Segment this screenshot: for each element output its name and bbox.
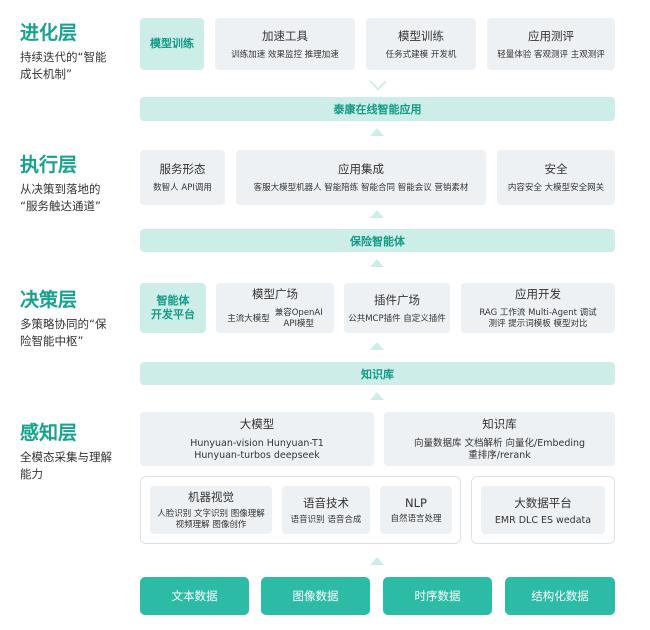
bigdata-card: 大数据平台 EMR DLC ES wedata: [481, 486, 605, 534]
arrow-up-icon: [370, 259, 384, 267]
arrow-up-icon: [370, 557, 384, 565]
band-knowledge-base: 知识库: [140, 362, 615, 385]
model-training-box: 模型训练: [140, 18, 204, 70]
layer-desc: 多策略协同的“保险智能中枢”: [20, 317, 107, 348]
layer-title: 决策层: [20, 289, 78, 311]
app-integration-card: 应用集成 客服大模型机器人 智能陪练 智能合同 智能会议 营销素材: [236, 150, 486, 205]
layer-title: 执行层: [20, 154, 78, 176]
security-card: 安全 内容安全 大模型安全网关: [497, 150, 615, 205]
arrow-up-icon: [370, 210, 384, 218]
plugin-plaza-card: 插件广场 公共MCP插件 自定义插件: [344, 283, 450, 333]
data-structured: 结构化数据: [505, 577, 615, 615]
layer-desc: 全模态采集与理解能力: [20, 450, 112, 481]
data-text: 文本数据: [140, 577, 249, 615]
app-dev-card: 应用开发 RAG 工作流 Multi-Agent 调试测评 提示词模板 模型对比: [461, 283, 615, 333]
arrow-up-icon: [370, 342, 384, 350]
layer-decision: 决策层 多策略协同的“保险智能中枢”: [20, 285, 135, 350]
chevron-down-icon: [369, 73, 387, 91]
layer-execution: 执行层 从决策到落地的“服务触达通道”: [20, 150, 135, 215]
speech-tech-card: 语音技术 语音识别 语音合成: [282, 486, 370, 534]
layer-evolution: 进化层 持续迭代的“智能成长机制”: [20, 18, 135, 83]
layer-desc: 从决策到落地的“服务触达通道”: [20, 182, 101, 213]
data-timeseries: 时序数据: [383, 577, 492, 615]
layer-desc: 持续迭代的“智能成长机制”: [20, 50, 107, 81]
accel-tools-card: 加速工具 训练加速 效果监控 推理加速: [215, 18, 355, 70]
layer-title: 进化层: [20, 22, 78, 44]
arrow-up-icon: [370, 392, 384, 400]
app-eval-card: 应用测评 轻量体验 客观测评 主观测评: [487, 18, 615, 70]
agent-platform-box: 智能体 开发平台: [140, 283, 206, 333]
data-image: 图像数据: [261, 577, 370, 615]
service-form-card: 服务形态 数智人 API调用: [140, 150, 225, 205]
machine-vision-card: 机器视觉 人脸识别 文字识别 图像理解视频理解 图像创作: [150, 486, 272, 534]
band-insurance-agent: 保险智能体: [140, 229, 615, 252]
nlp-card: NLP 自然语言处理: [380, 486, 452, 534]
model-training-card: 模型训练 任务式建模 开发机: [366, 18, 476, 70]
layer-title: 感知层: [20, 422, 78, 444]
layer-perception: 感知层 全模态采集与理解能力: [20, 418, 135, 483]
band-taikang-app: 泰康在线智能应用: [140, 97, 615, 121]
arrow-up-icon: [370, 128, 384, 136]
